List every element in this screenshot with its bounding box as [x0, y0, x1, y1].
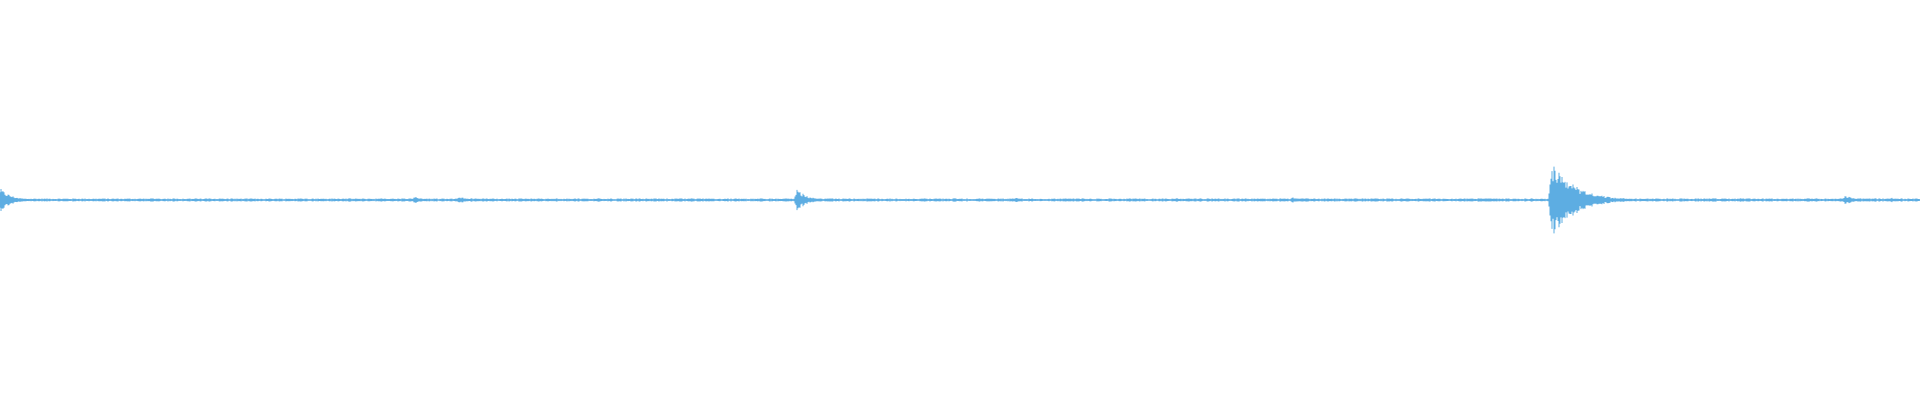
- waveform-trace: [0, 166, 1920, 234]
